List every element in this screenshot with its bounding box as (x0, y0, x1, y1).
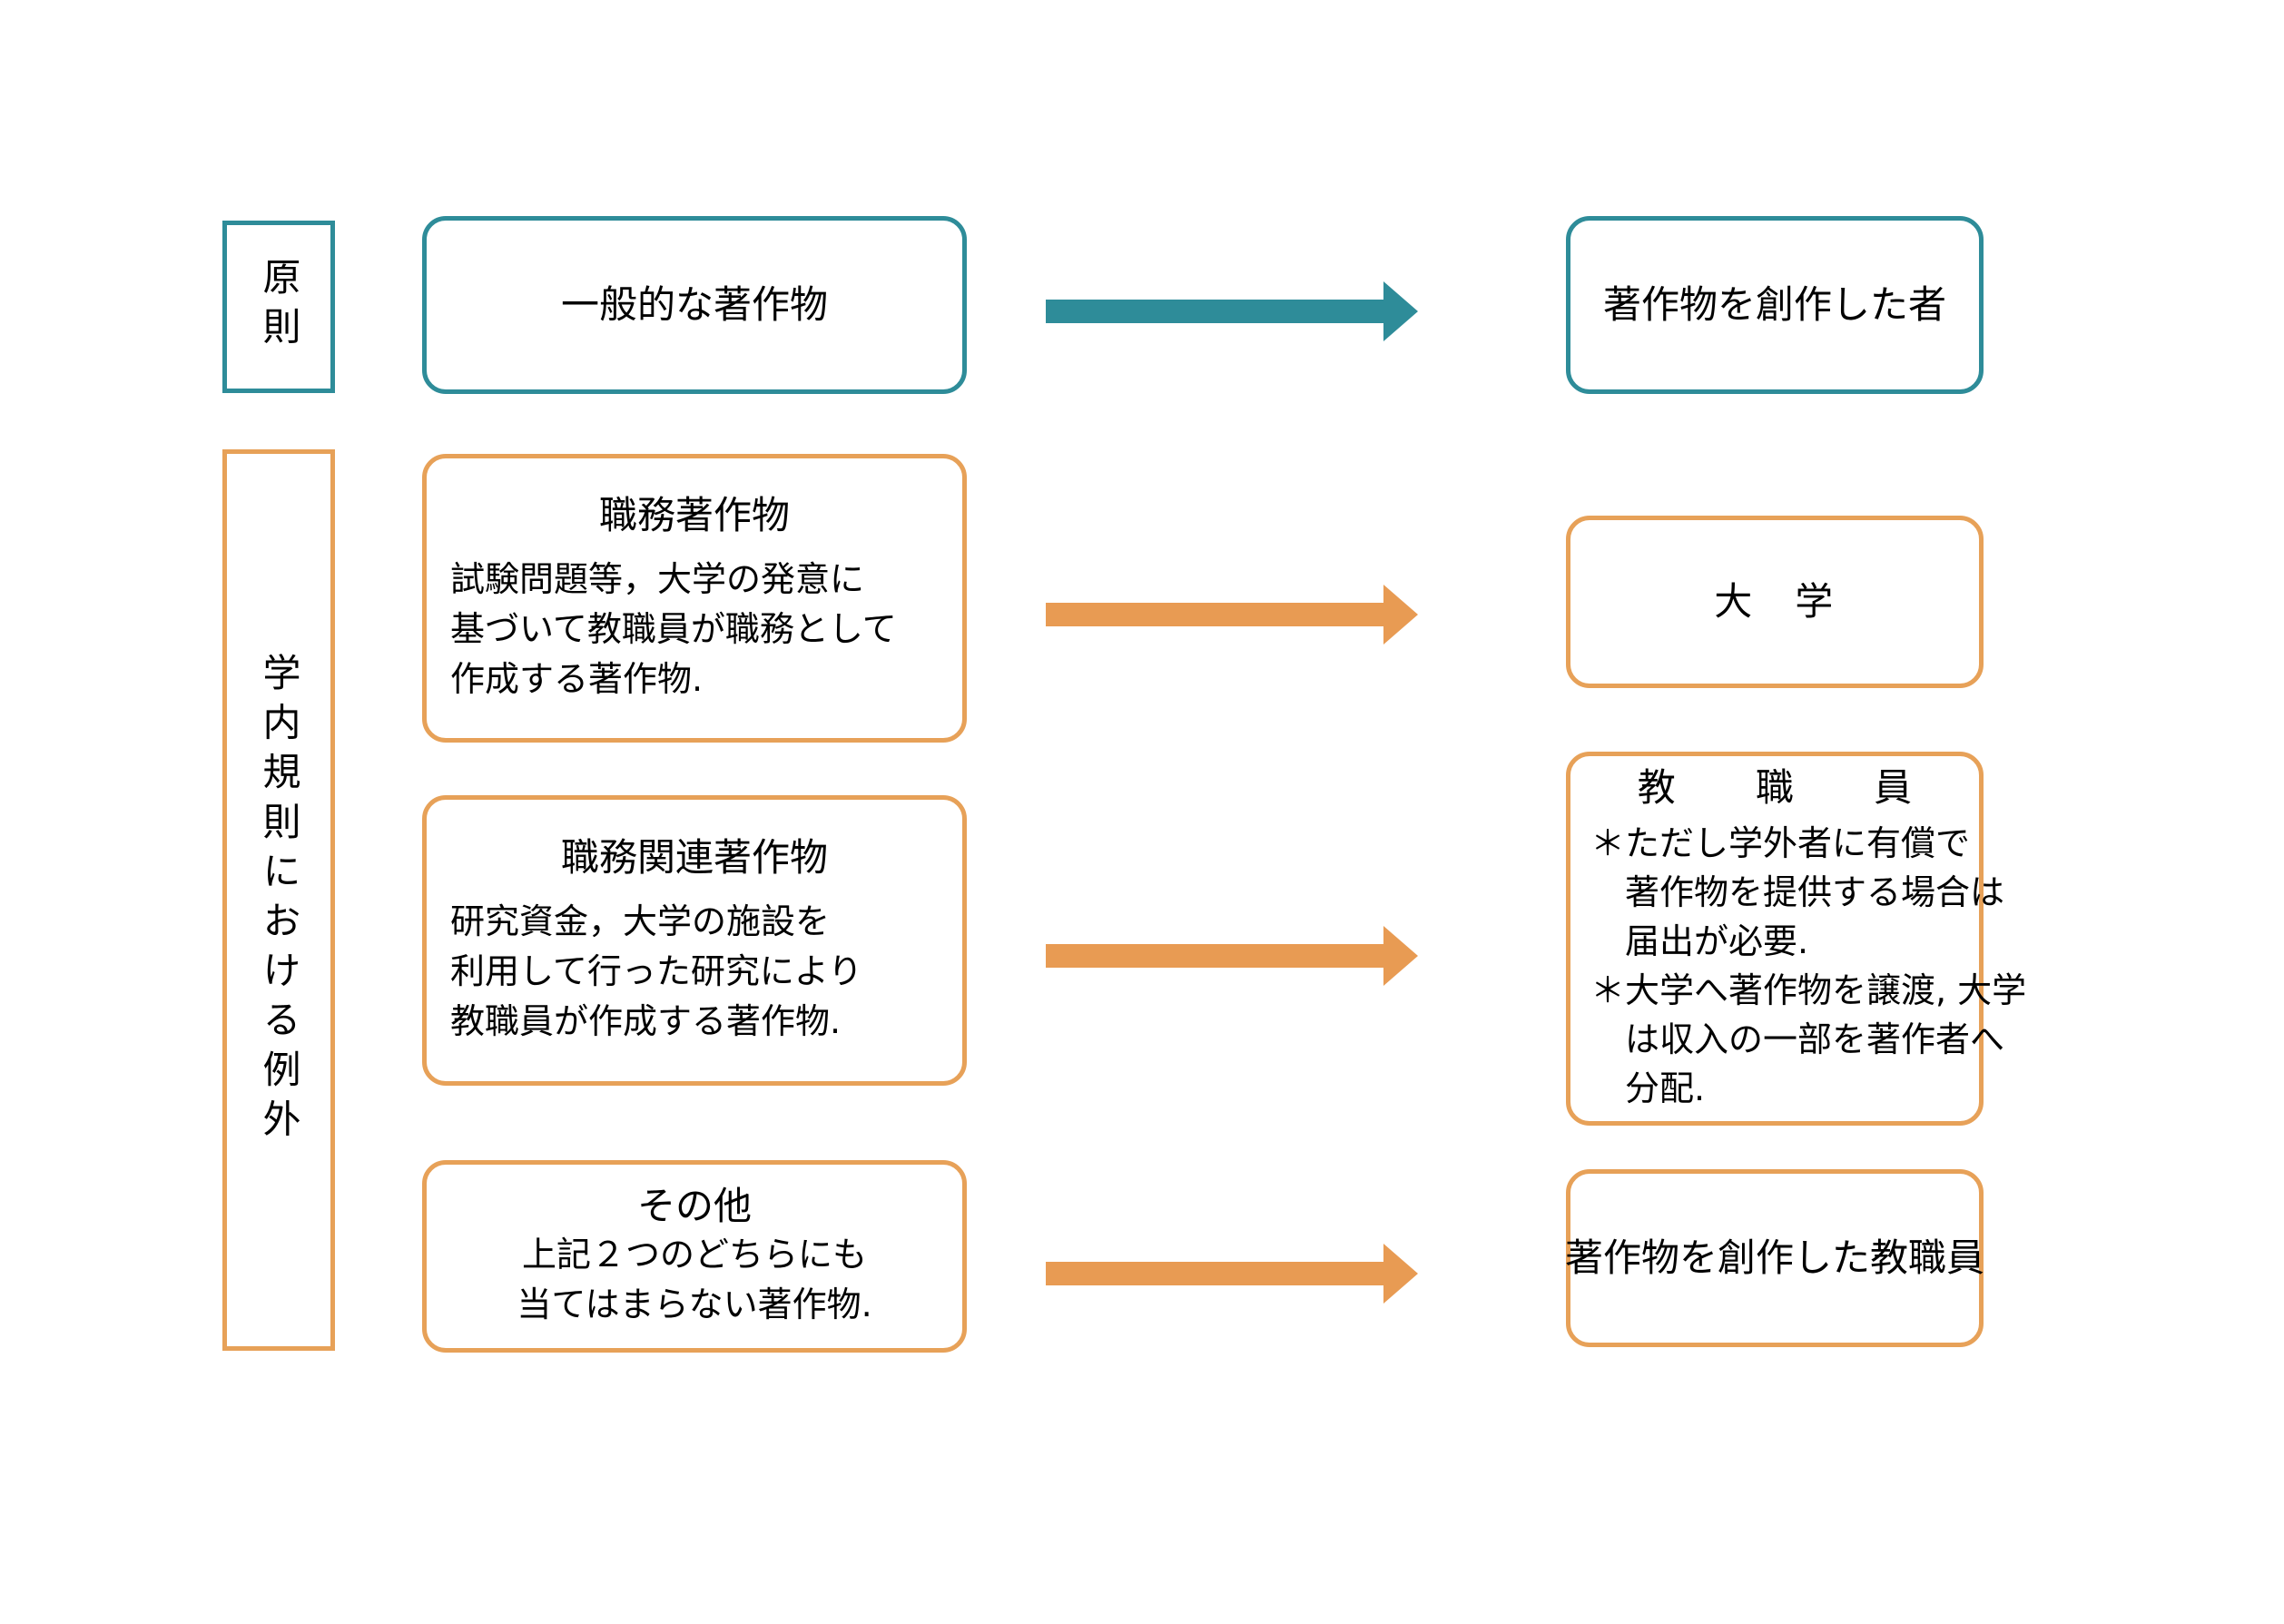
source-title-work-related: 職務関連著作物 (560, 834, 828, 880)
note-text: 大学へ著作物を譲渡, 大学 は収入の一部を著作者へ 分配. (1625, 969, 2027, 1108)
source-title-other: その他 (636, 1184, 752, 1229)
arrow-row-2 (1046, 585, 1418, 645)
target-title-faculty-staff: 教 職 員 (1637, 764, 1934, 810)
note-text: ただし学外者に有償で 著作物を提供する場合は 届出が必要. (1625, 822, 2005, 961)
target-title-creator: 著作物を創作した者 (1602, 281, 1946, 327)
asterisk-icon: ＊ (1590, 822, 1626, 863)
source-box-work-for-hire: 職務著作物 試験問題等，大学の発意に 基づいて教職員が職務として 作成する著作物… (422, 454, 967, 743)
source-title-work-for-hire: 職務著作物 (598, 492, 790, 537)
arrow-head (1383, 585, 1418, 645)
target-title-university: 大 学 (1714, 578, 1836, 624)
source-body-work-related: 研究資金，大学の施設を 利用して行った研究により 教職員が作成する著作物. (450, 901, 863, 1042)
category-label-exception: 学内規則における例外 (257, 652, 301, 1148)
asterisk-icon: ＊ (1590, 969, 1626, 1010)
target-box-creator-faculty: 著作物を創作した教職員 (1565, 1169, 1985, 1347)
note-item: ＊ ただし学外者に有償で 著作物を提供する場合は 届出が必要. (1590, 820, 2004, 967)
arrow-shaft (1046, 300, 1383, 323)
category-box-exception: 学内規則における例外 (222, 449, 335, 1351)
arrow-shaft (1046, 944, 1383, 968)
arrow-row-3 (1046, 926, 1418, 986)
target-title-creator-faculty: 著作物を創作した教職員 (1565, 1235, 1985, 1280)
arrow-shaft (1046, 1262, 1383, 1285)
target-box-creator: 著作物を創作した者 (1566, 216, 1984, 394)
source-body-other: 上記２つのどちらにも 当てはまらない著作物. (517, 1234, 872, 1324)
source-box-general-work: 一般的な著作物 (422, 216, 967, 394)
arrow-head (1383, 1244, 1418, 1304)
source-body-work-for-hire: 試験問題等，大学の発意に 基づいて教職員が職務として 作成する著作物. (450, 558, 897, 700)
category-label-principle: 原則 (257, 257, 301, 357)
arrow-head (1383, 281, 1418, 341)
category-box-principle: 原則 (222, 221, 335, 393)
arrow-shaft (1046, 603, 1383, 626)
target-box-university: 大 学 (1566, 516, 1984, 688)
arrow-row-4 (1046, 1244, 1418, 1304)
target-notes-faculty-staff: ＊ ただし学外者に有償で 著作物を提供する場合は 届出が必要. ＊ 大学へ著作物… (1590, 820, 2026, 1114)
source-title-general-work: 一般的な著作物 (560, 281, 828, 327)
source-box-other: その他 上記２つのどちらにも 当てはまらない著作物. (422, 1160, 967, 1353)
arrow-row-1 (1046, 281, 1418, 341)
target-box-faculty-staff: 教 職 員 ＊ ただし学外者に有償で 著作物を提供する場合は 届出が必要. ＊ … (1566, 752, 2026, 1126)
arrow-head (1383, 926, 1418, 986)
note-item: ＊ 大学へ著作物を譲渡, 大学 は収入の一部を著作者へ 分配. (1590, 967, 2026, 1114)
source-box-work-related: 職務関連著作物 研究資金，大学の施設を 利用して行った研究により 教職員が作成す… (422, 795, 967, 1086)
